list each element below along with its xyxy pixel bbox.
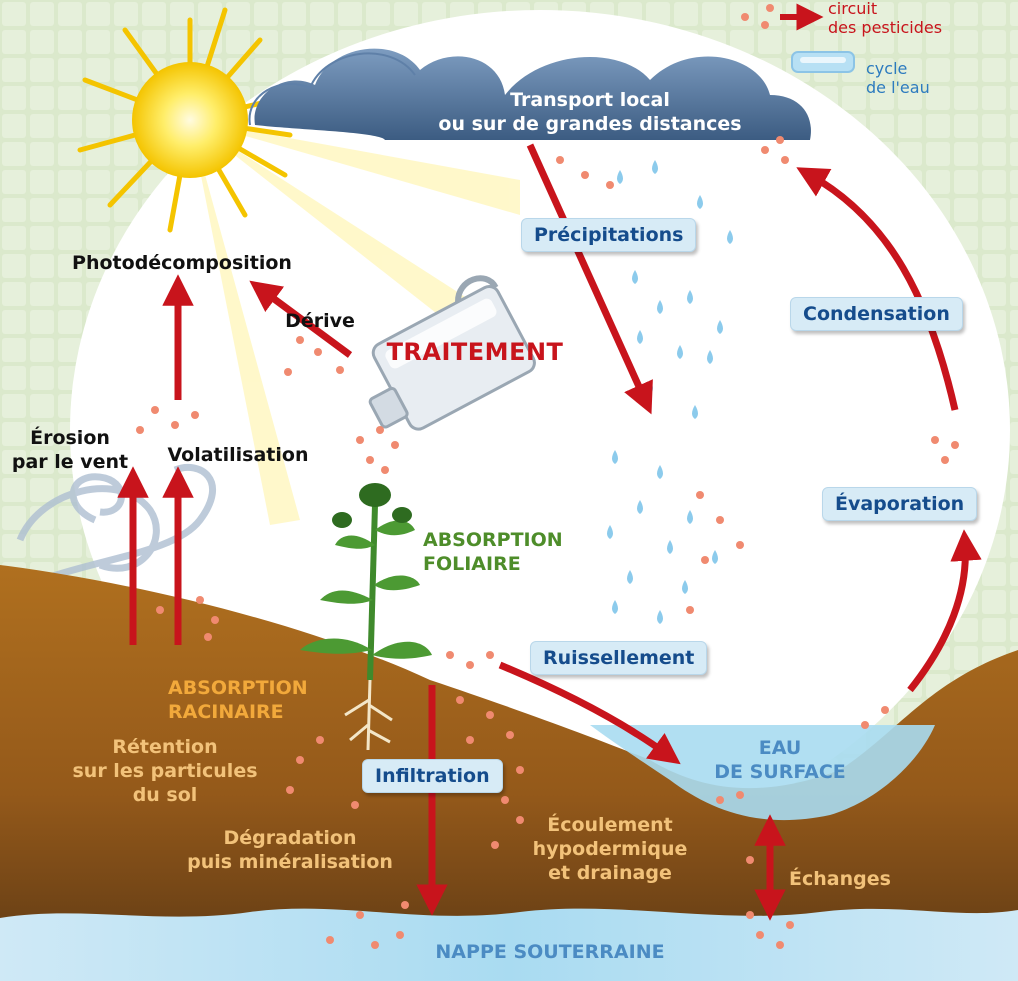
pill-condensation: Condensation [790, 297, 963, 331]
pill-evaporation: Évaporation [822, 487, 978, 521]
label-derive: Dérive [285, 310, 355, 332]
arrow-ruissellement [498, 661, 681, 765]
label-photodecomposition: Photodécomposition [72, 252, 292, 274]
pesticide-canister-icon [368, 275, 536, 431]
label-nappe-souterraine: NAPPE SOUTERRAINE [435, 941, 665, 963]
legend-pesticides-label: circuit des pesticides [828, 0, 943, 37]
legend-swatches [741, 3, 855, 73]
legend-water-label: cycle de l'eau [866, 59, 930, 97]
label-eau-surface: EAU DE SURFACE [714, 737, 846, 783]
label-retention: Rétention sur les particules du sol [72, 736, 258, 806]
label-traitement: TRAITEMENT [386, 338, 564, 366]
pill-precipitations: Précipitations [521, 218, 697, 252]
pesticide-arrows [117, 143, 982, 921]
pill-ruissellement: Ruissellement [530, 641, 708, 675]
label-volatilisation: Volatilisation [167, 444, 309, 466]
label-absorption-racinaire: ABSORPTION RACINAIRE [168, 677, 308, 723]
plant-icon [300, 483, 432, 751]
label-absorption-foliaire: ABSORPTION FOLIAIRE [423, 529, 563, 575]
label-ecoulement: Écoulement hypodermique et drainage [532, 814, 688, 884]
arrow-derive [249, 280, 353, 358]
cloud-transport-label: Transport local ou sur de grandes distan… [438, 89, 742, 135]
label-erosion: Érosion par le vent [11, 427, 129, 473]
cloud-icon [248, 48, 811, 141]
sun-rays [190, 120, 520, 525]
sun-icon [77, 7, 298, 233]
arrow-condensation [796, 167, 959, 411]
arrow-precipitations [526, 143, 653, 415]
arrow-evaporation [907, 529, 982, 693]
label-echanges: Échanges [789, 868, 891, 890]
pesticide-droplets [136, 136, 959, 949]
groundwater-band [0, 908, 1018, 981]
pill-infiltration: Infiltration [362, 759, 503, 793]
label-degradation: Dégradation puis minéralisation [187, 827, 393, 873]
